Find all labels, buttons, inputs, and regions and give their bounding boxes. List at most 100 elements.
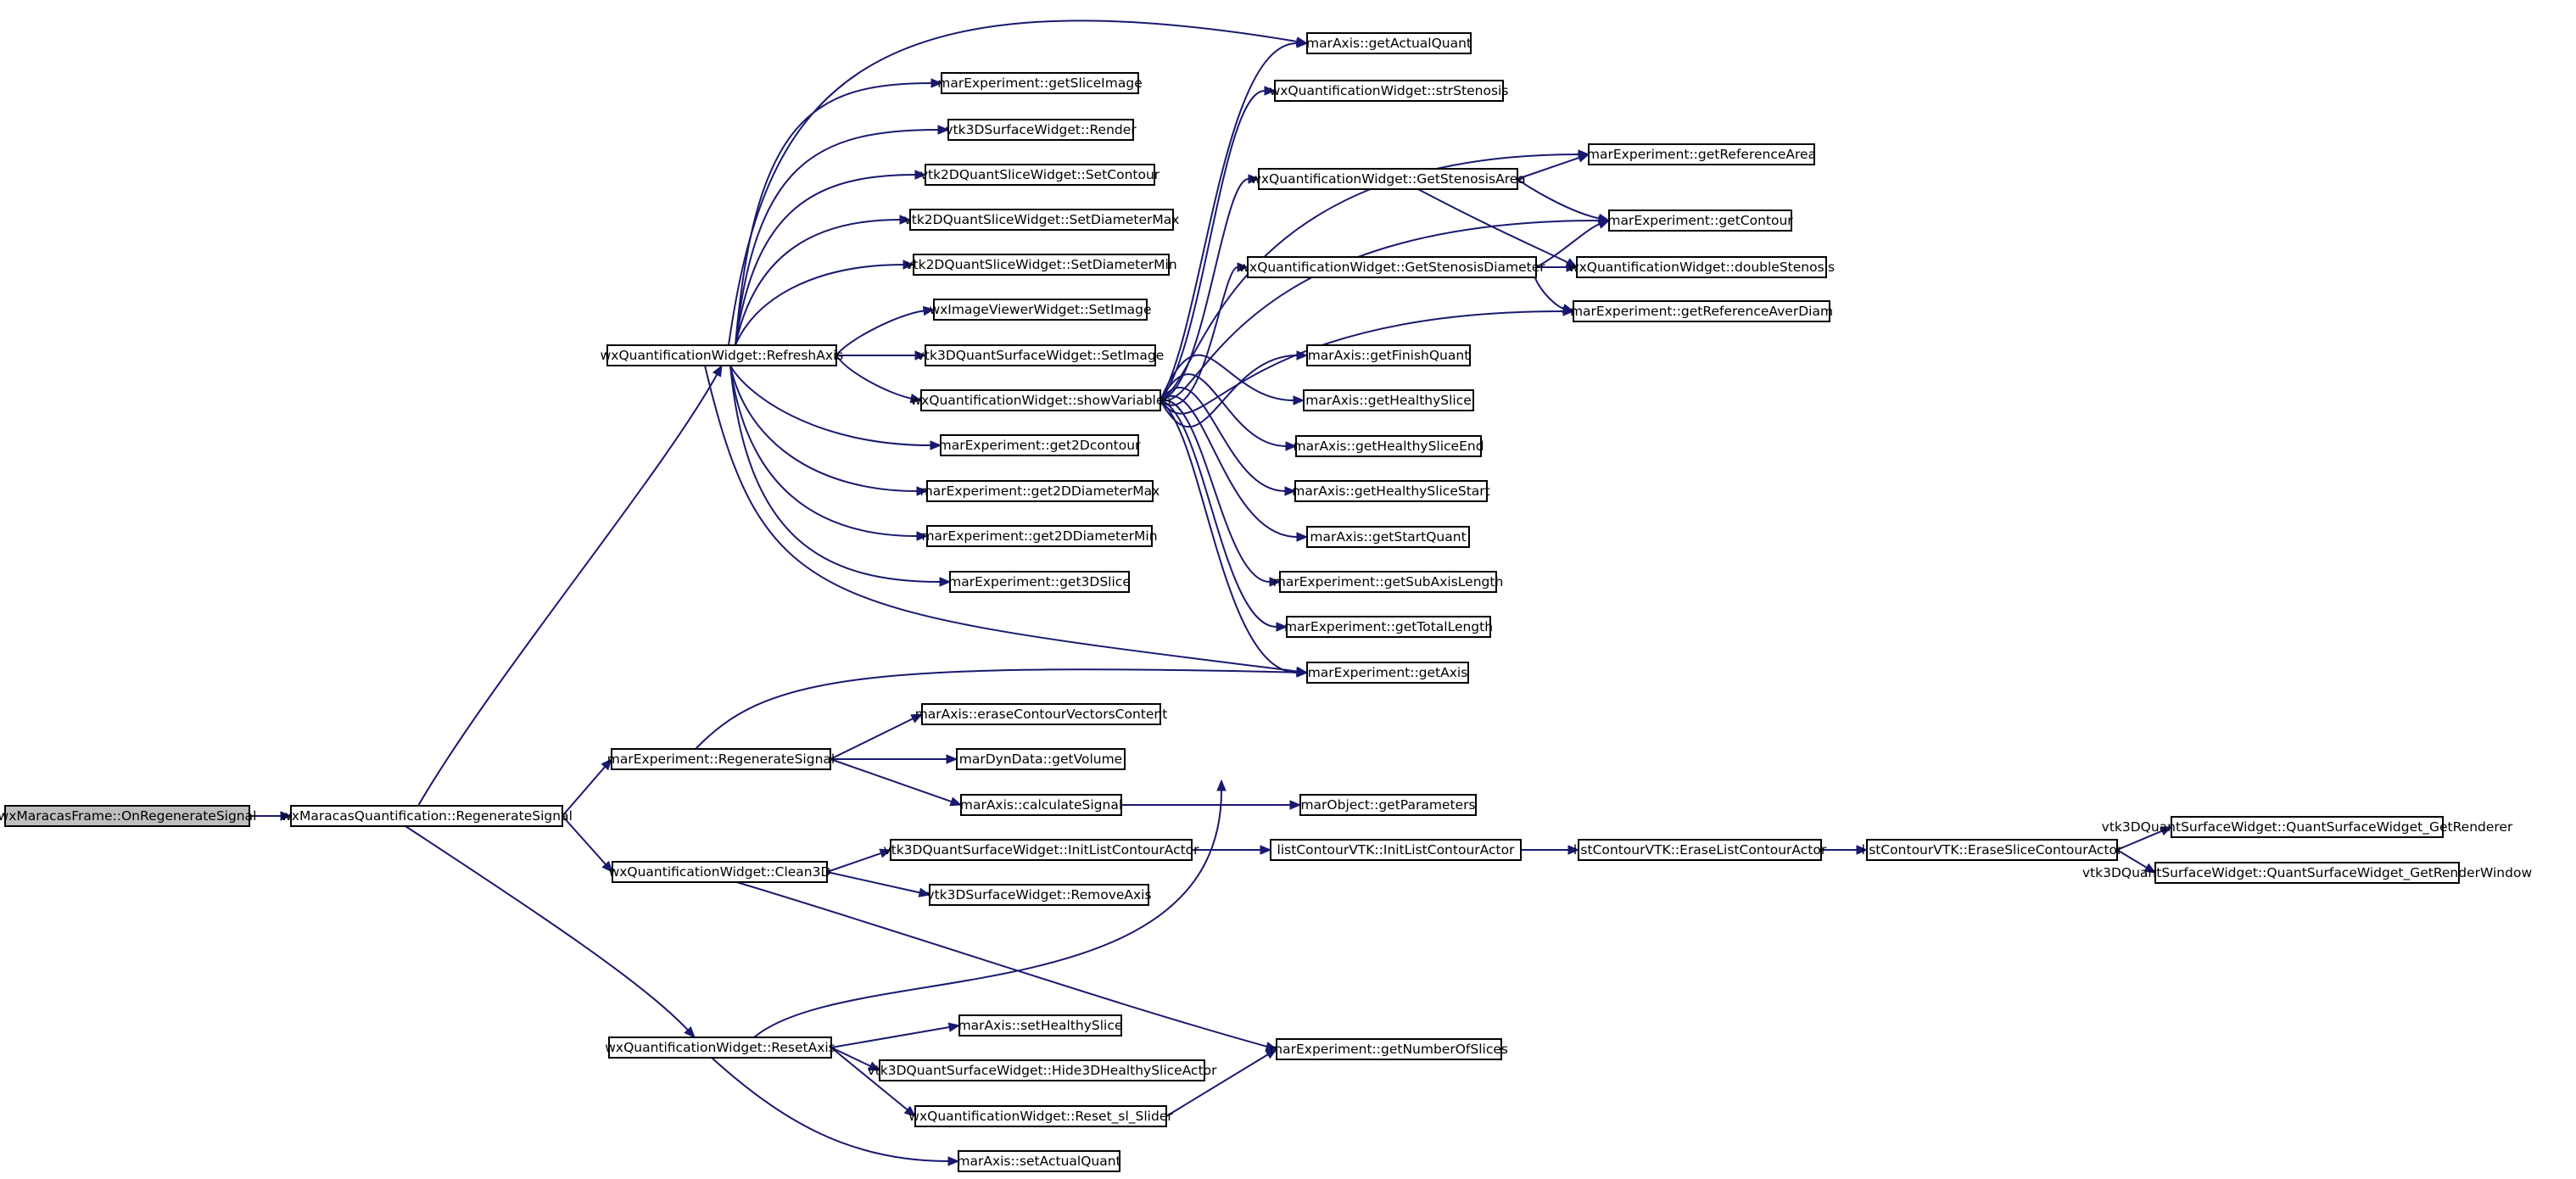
node-label: marObject::getParameters — [1300, 797, 1475, 813]
graph-node-n8[interactable]: vtk2DQuantSliceWidget::SetContour — [920, 164, 1160, 186]
graph-node-n34[interactable]: marAxis::eraseContourVectorsContent — [915, 703, 1168, 725]
node-label: listContourVTK::InitListContourActor — [1277, 842, 1516, 858]
call-edge-n36-n37 — [1121, 800, 1302, 810]
graph-node-n19[interactable]: wxQuantificationWidget::strStenosis — [1270, 80, 1509, 102]
node-box — [958, 1150, 1120, 1172]
graph-node-n44[interactable]: vtk3DQuantSurfaceWidget::QuantSurfaceWid… — [2082, 862, 2533, 884]
node-label: marAxis::getStartQuant — [1310, 529, 1466, 545]
call-edge-n20-n30 — [1517, 153, 1590, 180]
node-box — [958, 1014, 1122, 1037]
graph-node-n13[interactable]: wxQuantificationWidget::showVariables — [911, 389, 1171, 411]
node-label: wxMaracasQuantification::RegenerateSigna… — [281, 808, 573, 824]
node-box — [2154, 862, 2460, 884]
graph-node-n48[interactable]: wxQuantificationWidget::Reset_sl_Slider — [908, 1105, 1173, 1127]
node-box — [1576, 256, 1827, 278]
node-label: vtk3DQuantSurfaceWidget::QuantSurfaceWid… — [2102, 819, 2513, 835]
call-edge-n13-n25 — [1159, 386, 1297, 496]
call-edge-n40-n41 — [1521, 845, 1580, 855]
graph-node-n23[interactable]: marAxis::getHealthySlice — [1303, 389, 1474, 411]
node-box — [611, 748, 831, 770]
graph-node-n0[interactable]: wxMaracasFrame::OnRegenerateSignal — [0, 805, 256, 827]
node-label: vtk2DQuantSliceWidget::SetContour — [920, 167, 1160, 182]
graph-node-n30[interactable]: marExperiment::getReferenceArea — [1587, 143, 1816, 165]
call-edge-n2-n10 — [735, 260, 915, 346]
graph-node-n32[interactable]: wxQuantificationWidget::doubleStenosis — [1568, 256, 1835, 278]
call-edge-n2-n16 — [729, 365, 929, 541]
node-box — [2171, 816, 2444, 838]
node-label: vtk3DQuantSurfaceWidget::Hide3DHealthySl… — [867, 1063, 1217, 1078]
node-label: vtk3DSurfaceWidget::Render — [945, 122, 1137, 137]
graph-node-n43[interactable]: vtk3DQuantSurfaceWidget::QuantSurfaceWid… — [2102, 816, 2513, 838]
node-box — [890, 839, 1193, 861]
graph-node-n47[interactable]: vtk3DQuantSurfaceWidget::Hide3DHealthySl… — [867, 1059, 1217, 1081]
call-edge-n48-n45 — [1165, 1048, 1278, 1117]
node-label: marAxis::setHealthySlice — [958, 1018, 1123, 1033]
graph-node-n6[interactable]: marExperiment::getSliceImage — [937, 72, 1143, 94]
call-edge-n42-n44 — [2116, 849, 2157, 874]
graph-node-n5[interactable]: wxQuantificationWidget::ResetAxis — [605, 1037, 835, 1059]
node-box — [1306, 32, 1472, 54]
graph-node-n31[interactable]: marExperiment::getContour — [1607, 210, 1793, 232]
node-box — [1588, 143, 1815, 165]
graph-node-n9[interactable]: vtk2DQuantSliceWidget::SetDiameterMax — [904, 209, 1180, 231]
graph-node-n25[interactable]: marAxis::getHealthySliceStart — [1292, 480, 1490, 502]
graph-node-n33[interactable]: marExperiment::getReferenceAverDiam — [1570, 300, 1833, 322]
graph-node-n37[interactable]: marObject::getParameters — [1299, 794, 1477, 816]
graph-node-n38[interactable]: vtk3DQuantSurfaceWidget::InitListContour… — [883, 839, 1199, 861]
node-box — [606, 344, 837, 366]
node-box — [949, 571, 1130, 593]
graph-node-n10[interactable]: vtk2DQuantSliceWidget::SetDiameterMin — [905, 254, 1177, 276]
graph-node-n49[interactable]: marAxis::setActualQuant — [957, 1150, 1121, 1172]
node-box — [909, 209, 1174, 231]
graph-node-n35[interactable]: marDynData::getVolume — [956, 748, 1126, 770]
graph-node-n7[interactable]: vtk3DSurfaceWidget::Render — [945, 119, 1137, 141]
node-box — [1274, 80, 1504, 102]
call-edge-n2-n13 — [835, 355, 923, 404]
node-label: marExperiment::getTotalLength — [1284, 619, 1493, 634]
graph-node-n1[interactable]: wxMaracasQuantification::RegenerateSigna… — [281, 805, 573, 827]
graph-node-n40[interactable]: listContourVTK::InitListContourActor — [1270, 839, 1522, 861]
node-label: marExperiment::getContour — [1607, 213, 1793, 228]
call-edge-n3-n35 — [830, 754, 958, 764]
graph-node-n11[interactable]: wxImageViewerWidget::SetImage — [929, 299, 1152, 321]
graph-node-n24[interactable]: marAxis::getHealthySliceEnd — [1293, 435, 1484, 457]
node-box — [879, 1059, 1205, 1081]
graph-node-n2[interactable]: wxQuantificationWidget::RefreshAxis — [601, 344, 844, 366]
graph-node-n22[interactable]: marAxis::getFinishQuant — [1306, 344, 1471, 366]
graph-node-n41[interactable]: listContourVTK::EraseListContourActor — [1573, 839, 1827, 861]
graph-node-n3[interactable]: marExperiment::RegenerateSignal — [607, 748, 835, 770]
graph-node-n12[interactable]: vtk3DQuantSurfaceWidget::SetImage — [917, 344, 1165, 366]
call-edge-n2-n9 — [735, 215, 912, 346]
node-label: marExperiment::get3DSlice — [948, 574, 1131, 590]
node-box — [1306, 662, 1469, 684]
graph-node-n42[interactable]: listContourVTK::EraseSliceContourActor — [1862, 839, 2123, 861]
graph-node-n28[interactable]: marExperiment::getTotalLength — [1284, 616, 1493, 638]
graph-node-n18[interactable]: marAxis::getActualQuant — [1306, 32, 1472, 54]
graph-node-n36[interactable]: marAxis::calculateSignal — [960, 794, 1122, 816]
node-label: marExperiment::get2Dcontour — [939, 438, 1141, 453]
call-edge-n13-n29 — [1159, 400, 1309, 678]
node-box — [4, 805, 250, 827]
node-box — [956, 748, 1126, 770]
graph-node-n39[interactable]: vtk3DSurfaceWidget::RemoveAxis — [926, 884, 1152, 906]
graph-node-n20[interactable]: wxQuantificationWidget::GetStenosisArea — [1250, 168, 1526, 190]
node-box — [1608, 210, 1792, 232]
call-edge-n13-n27 — [1159, 399, 1282, 587]
call-edge-n2-n15 — [729, 365, 929, 496]
call-edge-n2-n17 — [729, 365, 952, 587]
node-label: marAxis::getFinishQuant — [1308, 348, 1470, 363]
graph-node-n45[interactable]: marExperiment::getNumberOfSlices — [1270, 1038, 1508, 1060]
graph-node-n46[interactable]: marAxis::setHealthySlice — [958, 1014, 1123, 1037]
graph-node-n16[interactable]: marExperiment::get2DDiameterMin — [921, 525, 1158, 547]
call-edge-n2-n14 — [729, 365, 942, 450]
graph-node-n21[interactable]: wxQuantificationWidget::GetStenosisDiame… — [1238, 256, 1545, 278]
node-box — [1247, 256, 1537, 278]
graph-node-n15[interactable]: marExperiment::get2DDiameterMax — [920, 480, 1160, 502]
graph-node-n26[interactable]: marAxis::getStartQuant — [1306, 526, 1470, 548]
graph-node-n27[interactable]: marExperiment::getSubAxisLength — [1273, 571, 1504, 593]
graph-node-n17[interactable]: marExperiment::get3DSlice — [948, 571, 1131, 593]
graph-node-n4[interactable]: wxQuantificationWidget::Clean3D — [609, 861, 831, 883]
graph-node-n14[interactable]: marExperiment::get2Dcontour — [939, 434, 1141, 456]
graph-node-n29[interactable]: marExperiment::getAxis — [1306, 662, 1469, 684]
call-edge-n2-n29 — [704, 365, 1309, 677]
